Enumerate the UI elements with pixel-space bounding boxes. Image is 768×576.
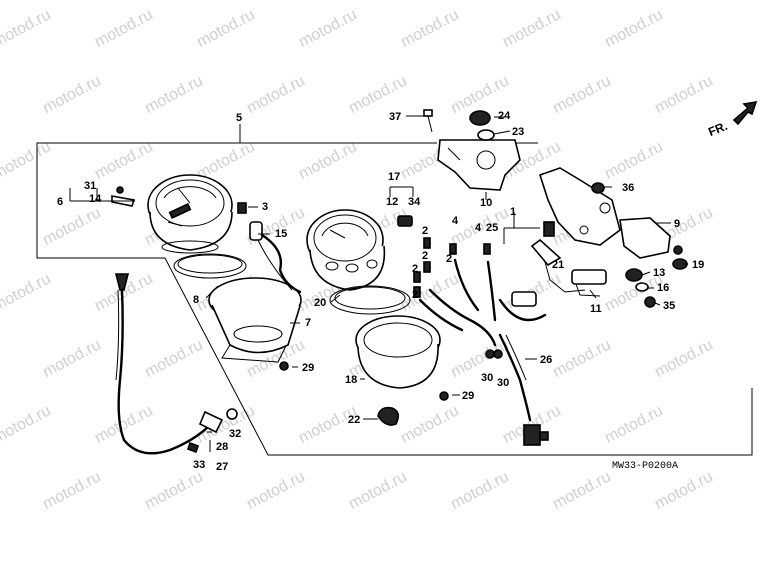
speedometer-cable-icon [114, 273, 238, 455]
speedometer-case-icon [208, 277, 302, 363]
callout-18: 18 [345, 374, 357, 386]
cushion-36-icon [591, 182, 605, 194]
callout-22: 22 [348, 414, 360, 426]
callout-2-e: 2 [412, 289, 418, 301]
callout-2-a: 2 [422, 225, 428, 237]
indicator-bracket-icon [539, 167, 621, 246]
direction-label: FR. [706, 119, 729, 139]
callout-17: 17 [388, 171, 400, 183]
callout-11: 11 [590, 303, 602, 315]
indicator-panel-11-icon [571, 269, 607, 297]
nut-35-icon [644, 296, 656, 308]
cushion-13-icon [625, 268, 643, 282]
callout-4-b: 4 [475, 222, 482, 234]
callout-32: 32 [229, 428, 241, 440]
grommet-22-icon [377, 406, 400, 426]
socket-21-icon [530, 238, 586, 293]
grommet-24-icon [469, 110, 491, 126]
callout-26: 26 [540, 354, 552, 366]
callout-36: 36 [622, 182, 634, 194]
tachometer-icon [306, 209, 386, 291]
callout-14: 14 [89, 193, 102, 205]
callout-27: 27 [216, 461, 228, 473]
callout-3: 3 [262, 201, 268, 213]
callout-9: 9 [674, 218, 680, 230]
indicator-housing-9-icon [619, 217, 683, 259]
callout-19: 19 [692, 259, 704, 271]
collar-23-icon [477, 129, 495, 141]
callout-15: 15 [275, 228, 287, 240]
callout-labels: 5 31 6 14 3 15 8 7 29 32 28 33 27 20 17 … [57, 110, 704, 473]
callout-6: 6 [57, 196, 63, 208]
tachometer-gasket-icon [329, 285, 411, 315]
speedometer-gasket-icon [173, 253, 247, 279]
callout-7: 7 [305, 317, 311, 329]
callout-24: 24 [498, 110, 511, 122]
callout-4-a: 4 [452, 215, 459, 227]
assembly-outline [36, 142, 753, 456]
bracket-10-icon [437, 139, 521, 191]
callout-2-b: 2 [422, 250, 428, 262]
callout-5: 5 [236, 112, 242, 124]
callout-37: 37 [389, 111, 401, 123]
callout-29: 29 [302, 362, 314, 374]
callout-31: 31 [84, 180, 96, 192]
callout-35: 35 [663, 300, 675, 312]
callout-2-d: 2 [412, 263, 418, 275]
callout-13: 13 [653, 267, 665, 279]
callout-25: 25 [486, 222, 498, 234]
trip-knob-icon [111, 186, 136, 207]
bulb-socket-icon [237, 202, 302, 294]
socket-34-icon [397, 215, 413, 227]
callout-2-c: 2 [446, 253, 452, 265]
callout-23: 23 [512, 126, 524, 138]
drawing-code: MW33-P0200A [612, 461, 678, 472]
callout-10: 10 [480, 197, 492, 209]
leader-lines [69, 115, 688, 452]
tachometer-case-icon [355, 315, 441, 389]
bulb-1-icon [543, 221, 555, 237]
screw-29-right-icon [439, 391, 449, 401]
bolt-37-icon [423, 109, 433, 133]
callout-12: 12 [386, 196, 398, 208]
fr-arrow-icon [732, 100, 758, 126]
callout-34: 34 [408, 196, 421, 208]
speedometer-icon [147, 174, 233, 254]
callout-30-b: 30 [497, 377, 509, 389]
washer-16-icon [635, 282, 649, 292]
bulbs-2-icon [413, 237, 491, 298]
callout-1: 1 [510, 206, 516, 218]
callout-30-a: 30 [481, 372, 493, 384]
wire-harness-icon [418, 258, 549, 446]
callout-16: 16 [657, 282, 669, 294]
callout-28: 28 [216, 441, 228, 453]
callout-20: 20 [314, 297, 326, 309]
callout-29-b: 29 [462, 390, 474, 402]
callout-8: 8 [193, 294, 199, 306]
callout-21: 21 [552, 259, 564, 271]
callout-33: 33 [193, 459, 205, 471]
screw-29-left-icon [279, 361, 289, 371]
